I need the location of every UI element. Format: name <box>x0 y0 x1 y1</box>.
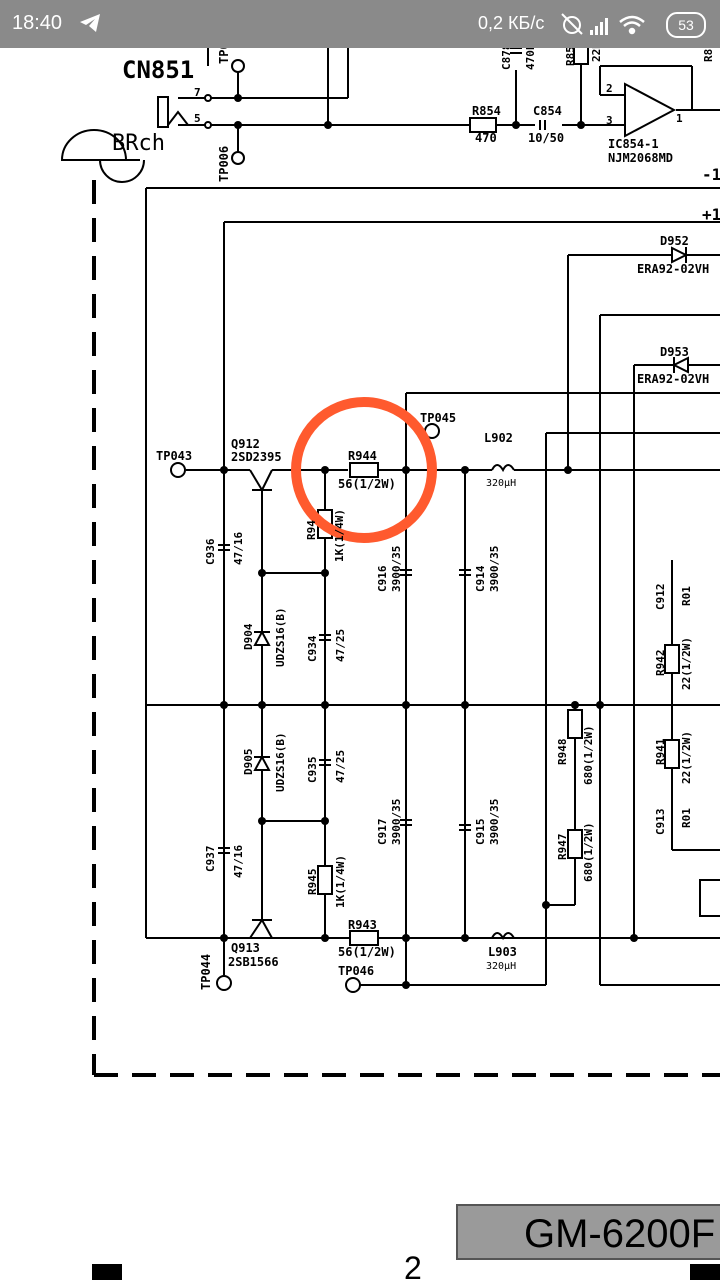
page-number: 2 <box>404 1250 422 1286</box>
schematic-label: D904 <box>242 623 255 650</box>
schematic-label: C937 <box>204 846 217 873</box>
schematic-label: UDZS16(B) <box>274 732 287 792</box>
schematic-label: 680(1/2W) <box>582 822 595 882</box>
clock: 18:40 <box>12 12 63 34</box>
network-speed: 0,2 КБ/с <box>478 13 545 33</box>
schematic-label: 3900/35 <box>488 546 501 592</box>
schematic-label: IC854-1 <box>608 137 659 151</box>
schematic-label: TP043 <box>156 449 192 463</box>
schematic-label: 22(1/2W) <box>680 637 693 690</box>
schematic-label: C935 <box>306 757 319 784</box>
schematic-label: 470 <box>475 131 497 145</box>
schematic-label: UDZS16(B) <box>274 607 287 667</box>
schematic-label: 47/16 <box>232 845 245 878</box>
schematic-label: 47/25 <box>334 750 347 783</box>
schematic-label: R01 <box>680 808 693 828</box>
schematic-label: R948 <box>556 739 569 766</box>
schematic-label: R94 <box>305 520 318 540</box>
schematic-label: 5 <box>194 112 201 125</box>
schematic-label: L902 <box>484 431 513 445</box>
schematic-label: 10/50 <box>528 131 564 145</box>
schematic-label: 3900/35 <box>488 799 501 845</box>
schematic-label: TP045 <box>420 411 456 425</box>
schematic-label: 22(1/2W) <box>680 731 693 784</box>
status-bar: 18:40 0,2 КБ/с 53 <box>0 0 720 48</box>
schematic-label: 7 <box>194 86 201 99</box>
schematic-label: TP006 <box>217 146 231 182</box>
schematic-label: D952 <box>660 234 689 248</box>
schematic-label: +1 <box>702 205 720 224</box>
wifi-icon <box>619 15 645 35</box>
schematic-label: BRch <box>112 131 165 156</box>
battery-indicator: 53 <box>666 12 706 38</box>
schematic-label: C913 <box>654 809 667 836</box>
schematic-label: Q913 <box>231 941 260 955</box>
schematic-label: 2SD2395 <box>231 450 282 464</box>
schematic-label: 3 <box>606 114 613 127</box>
schematic-label: C917 <box>376 819 389 846</box>
highlight-circle <box>291 397 437 543</box>
schematic-label: C934 <box>306 635 319 662</box>
schematic-label: 1K(1/4W) <box>334 855 347 908</box>
schematic-label: 2SB1566 <box>228 955 279 969</box>
schematic-label: TP046 <box>338 964 374 978</box>
schematic-label: CN851 <box>122 56 194 84</box>
schematic-label: 3900/35 <box>390 546 403 592</box>
schematic-label: C916 <box>376 565 389 592</box>
schematic-label: R944 <box>348 449 377 463</box>
schematic-label: Q912 <box>231 437 260 451</box>
schematic-label: D905 <box>242 749 255 776</box>
schematic-label: 56(1/2W) <box>338 945 396 959</box>
schematic-label: 56(1/2W) <box>338 477 396 491</box>
schematic-label: TP044 <box>199 954 213 990</box>
schematic-label: R941 <box>654 738 667 765</box>
schematic-label: 680(1/2W) <box>582 725 595 785</box>
schematic-label: R01 <box>680 586 693 606</box>
schematic-label: 320μH <box>486 961 516 972</box>
alarm-off-icon <box>561 13 583 35</box>
schematic-label: -1 <box>702 165 720 184</box>
schematic-label: D953 <box>660 345 689 359</box>
model-label: GM-6200F <box>456 1204 720 1260</box>
schematic-label: NJM2068MD <box>608 151 673 165</box>
schematic-label: C912 <box>654 584 667 611</box>
schematic-label: C915 <box>474 819 487 846</box>
schematic-label: R947 <box>556 834 569 861</box>
corner-mark <box>92 1264 122 1280</box>
schematic-label: C878 <box>500 44 513 71</box>
schematic-label: 470P <box>524 43 537 70</box>
schematic-label: R945 <box>306 869 319 896</box>
schematic-label: C936 <box>204 538 217 565</box>
schematic-label: C914 <box>474 565 487 592</box>
schematic-label: ERA92-02VH <box>637 262 709 276</box>
telegram-icon <box>78 12 102 39</box>
schematic-label: R854 <box>472 104 501 118</box>
schematic-label: 3900/35 <box>390 799 403 845</box>
schematic-label: L903 <box>488 945 517 959</box>
schematic-label: 1K(1/4W) <box>333 509 346 562</box>
schematic-label: 47/25 <box>334 629 347 662</box>
schematic-label: C854 <box>533 104 562 118</box>
signal-icon <box>590 18 608 35</box>
schematic-label: ERA92-02VH <box>637 372 709 386</box>
schematic-label: 1 <box>676 112 683 125</box>
schematic-label: 47/16 <box>232 532 245 565</box>
schematic-label: 2 <box>606 82 613 95</box>
corner-mark <box>690 1264 720 1280</box>
schematic-label: 320μH <box>486 478 516 489</box>
schematic-label: R943 <box>348 918 377 932</box>
status-icons <box>560 10 660 43</box>
schematic-label: R942 <box>654 650 667 677</box>
